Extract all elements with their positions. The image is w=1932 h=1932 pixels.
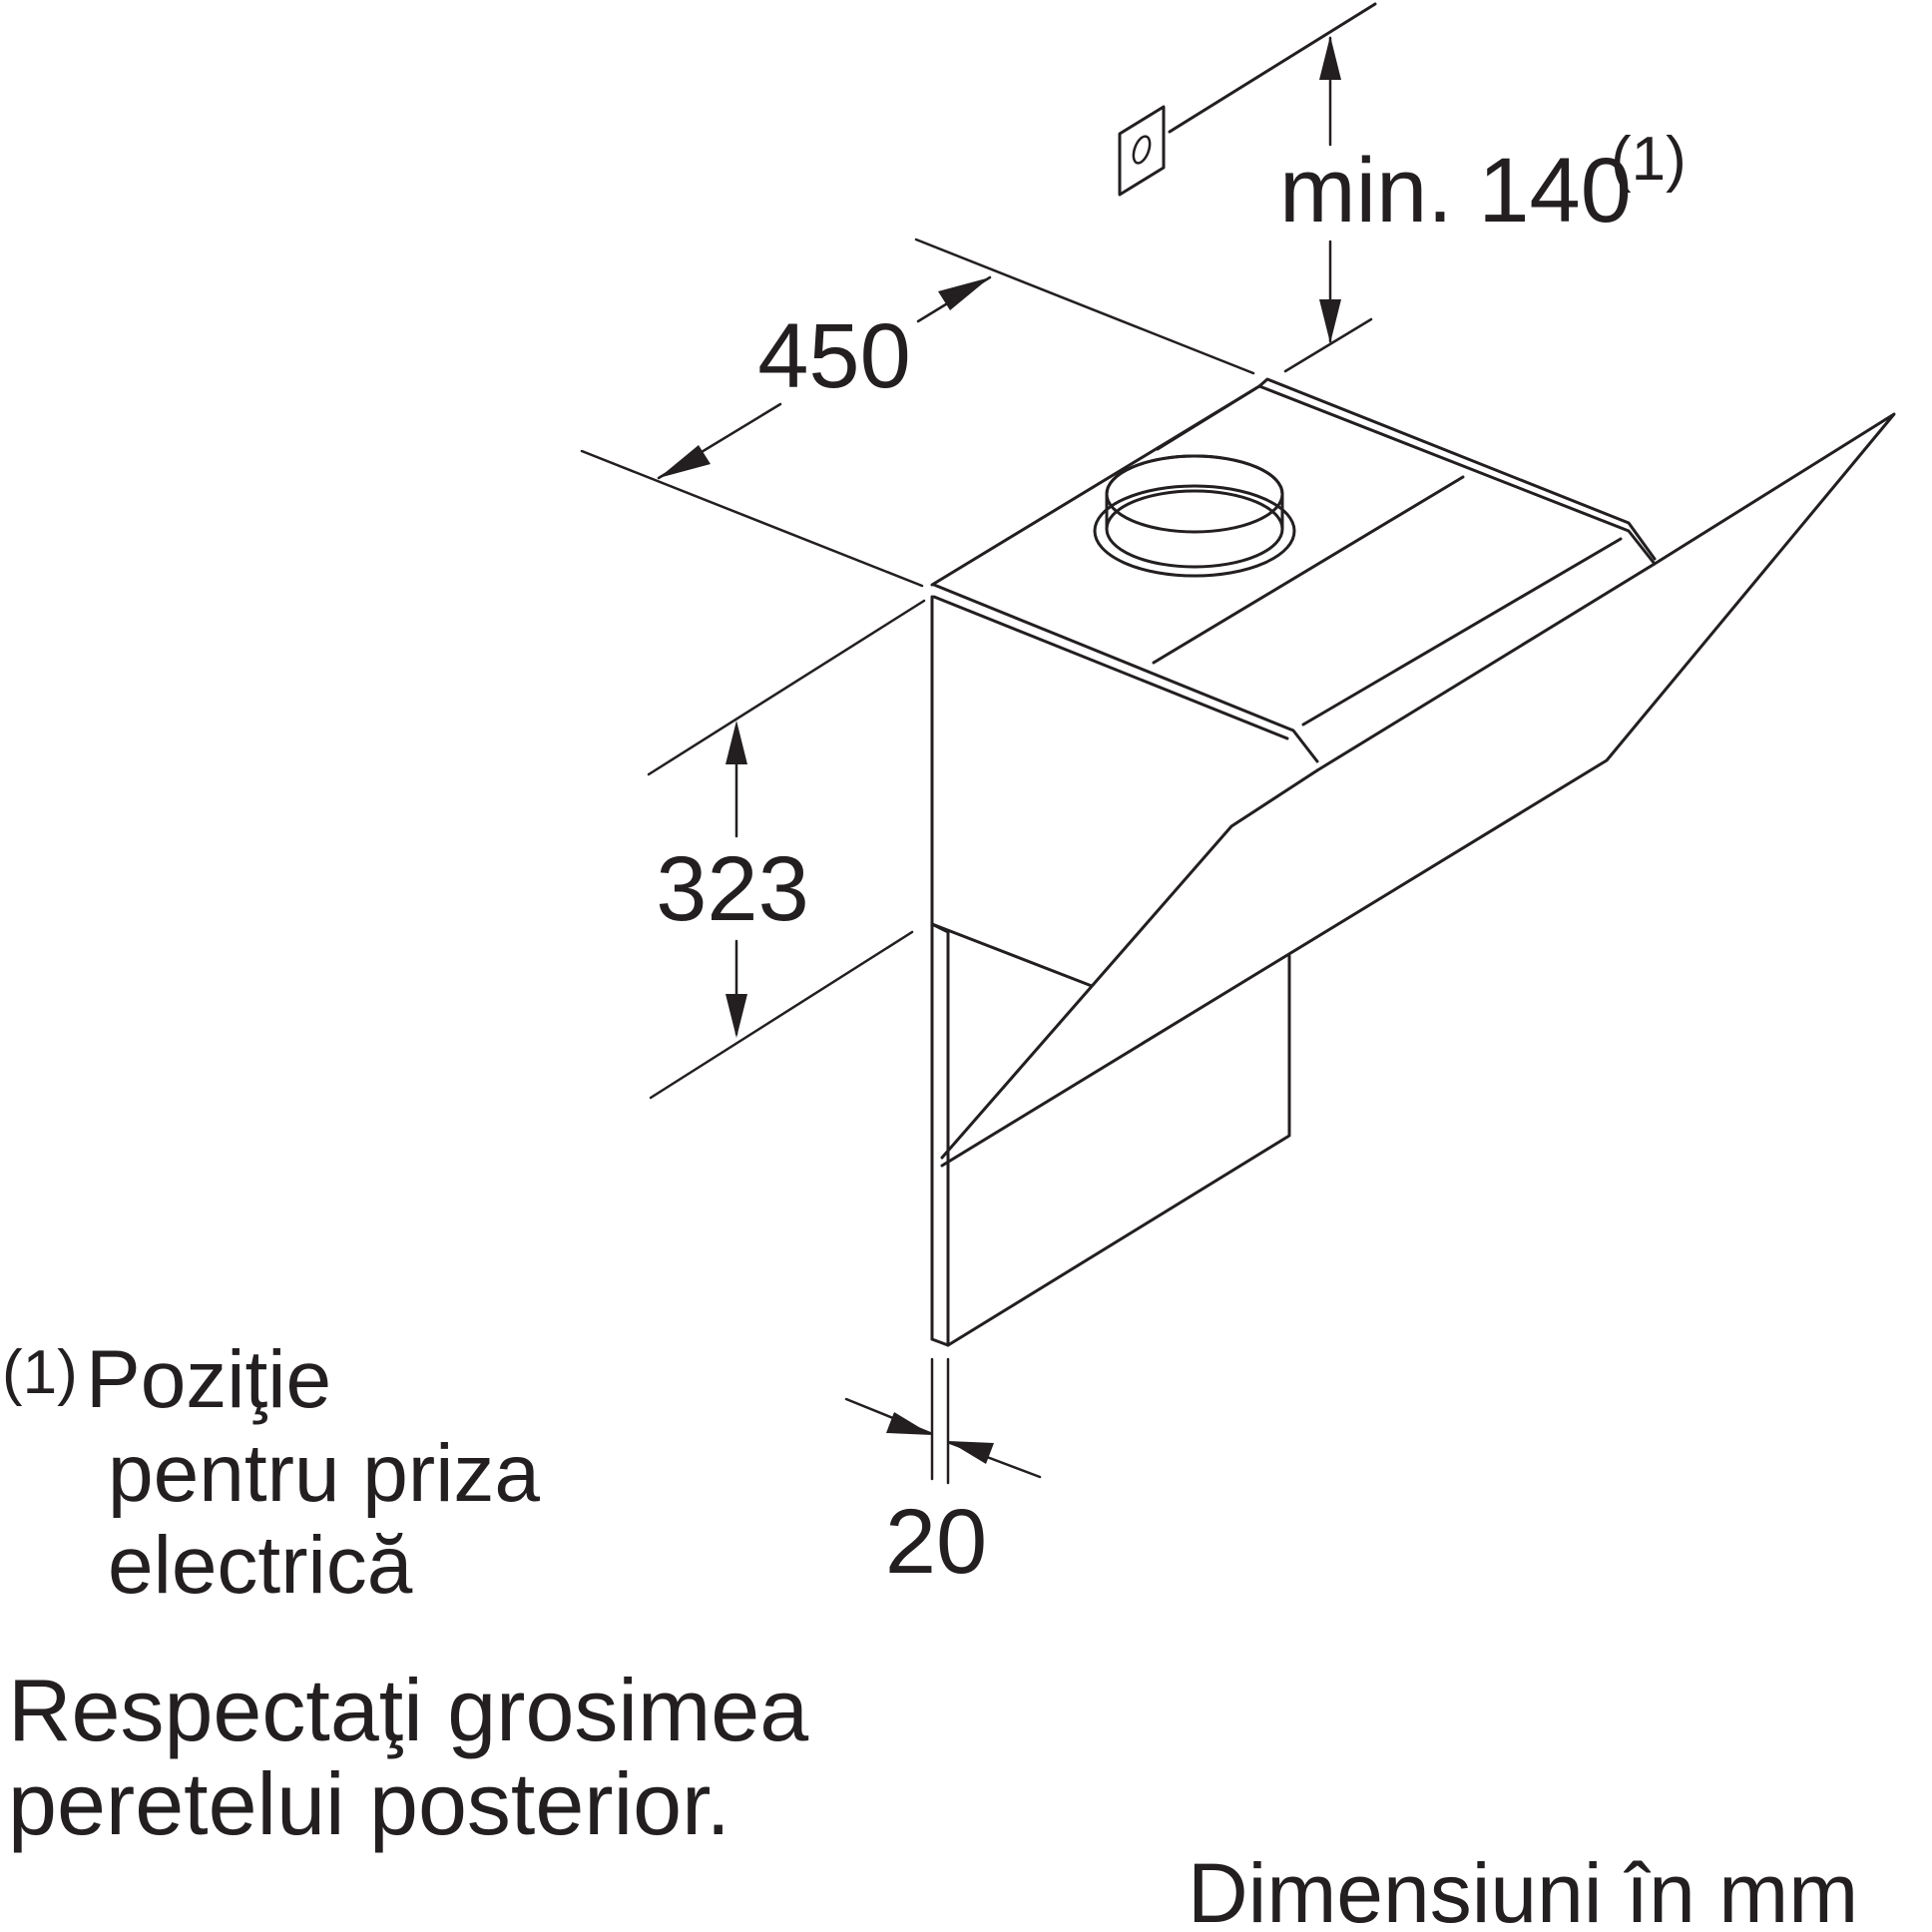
note-line-1: Respectaţi grosimea (8, 1661, 808, 1759)
footnote-line-3: electrică (108, 1520, 413, 1611)
dimension-min-140-note-ref: (1) (1611, 125, 1687, 194)
dimension-450-label: 450 (757, 305, 911, 407)
footnote-line-1: Poziţie (86, 1334, 331, 1425)
dimension-323-label: 323 (656, 838, 809, 940)
footnote: (1) Poziţie pentru priza electrică (2, 1334, 540, 1611)
dimension-min-140: min. 140 (1) (1279, 36, 1687, 373)
footnote-line-2: pentru priza (108, 1428, 540, 1519)
dimension-323: 323 (647, 599, 926, 1100)
dimension-min-140-value: min. 140 (1279, 140, 1632, 242)
dimension-20-label: 20 (885, 1491, 987, 1593)
wall-thickness-note: Respectaţi grosimea peretelui posterior. (8, 1661, 808, 1853)
footnote-marker: (1) (2, 1338, 78, 1407)
hood-body (930, 377, 1896, 1347)
note-line-2: peretelui posterior. (8, 1754, 730, 1853)
units-label: Dimensiuni în mm (1188, 1846, 1858, 1932)
dimension-450: 450 (580, 238, 1255, 588)
electrical-socket-icon (1118, 2, 1377, 197)
dimension-20: 20 (844, 1357, 1042, 1593)
dimension-min-140-label: min. 140 (1279, 140, 1632, 242)
